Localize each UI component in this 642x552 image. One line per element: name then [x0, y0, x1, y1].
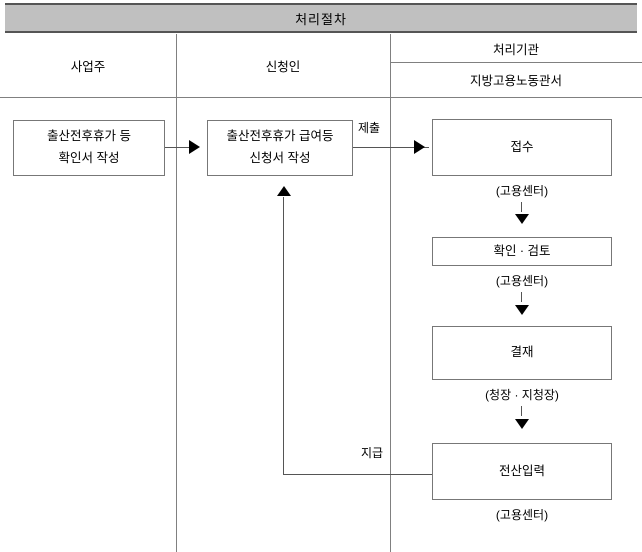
header-agency-title: 처리기관 — [492, 42, 539, 57]
box-data-entry-label: 전산입력 — [498, 463, 545, 478]
arrow-down-icon — [515, 214, 529, 224]
column-divider-1 — [176, 34, 177, 552]
box-employer-form-line1: 출산전후휴가 등 — [47, 129, 131, 144]
box-review: 확인 · 검토 — [432, 237, 612, 266]
connector-payment-vertical — [283, 197, 284, 475]
title-rule-top — [5, 3, 637, 5]
connector-employer-to-applicant — [165, 147, 194, 148]
header-column-applicant: 신청인 — [265, 60, 301, 74]
arrow-right-icon — [414, 140, 425, 154]
connector-receipt-to-review — [521, 202, 522, 212]
header-bottom-line — [0, 97, 642, 98]
box-applicant-form-line1: 출산전후휴가 급여등 — [226, 129, 334, 144]
arrow-up-icon — [277, 186, 291, 196]
page-title: 처리절차 — [5, 5, 637, 31]
connector-approval-to-entry — [521, 406, 522, 416]
edge-label-submit: 제출 — [358, 121, 381, 135]
caption-review: (고용센터) — [495, 274, 549, 288]
edge-label-payment: 지급 — [361, 446, 384, 460]
arrow-down-icon — [515, 305, 529, 315]
caption-data-entry: (고용센터) — [495, 508, 549, 522]
arrow-down-icon — [515, 419, 529, 429]
box-data-entry: 전산입력 — [432, 443, 612, 500]
agency-header-divider — [390, 62, 642, 63]
box-approval-label: 결재 — [510, 345, 534, 360]
box-receipt: 접수 — [432, 119, 612, 176]
box-employer-form: 출산전후휴가 등 확인서 작성 — [13, 120, 165, 176]
header-agency-office: 지방고용노동관서 — [469, 74, 562, 88]
connector-applicant-to-receipt — [353, 147, 429, 148]
caption-receipt: (고용센터) — [495, 184, 549, 198]
box-receipt-label: 접수 — [510, 139, 534, 154]
box-applicant-form-line2: 신청서 작성 — [249, 151, 311, 165]
caption-approval: (청장 · 지청장) — [485, 388, 559, 402]
connector-payment-horizontal — [283, 474, 432, 475]
header-column-employer: 사업주 — [70, 60, 106, 74]
box-employer-form-line2: 확인서 작성 — [58, 151, 120, 165]
column-divider-2 — [390, 34, 391, 552]
connector-review-to-approval — [521, 292, 522, 302]
arrow-right-icon — [189, 140, 200, 154]
title-rule-bottom — [5, 31, 637, 33]
box-applicant-form: 출산전후휴가 급여등 신청서 작성 — [207, 120, 353, 176]
box-approval: 결재 — [432, 326, 612, 380]
box-review-label: 확인 · 검토 — [493, 243, 551, 258]
